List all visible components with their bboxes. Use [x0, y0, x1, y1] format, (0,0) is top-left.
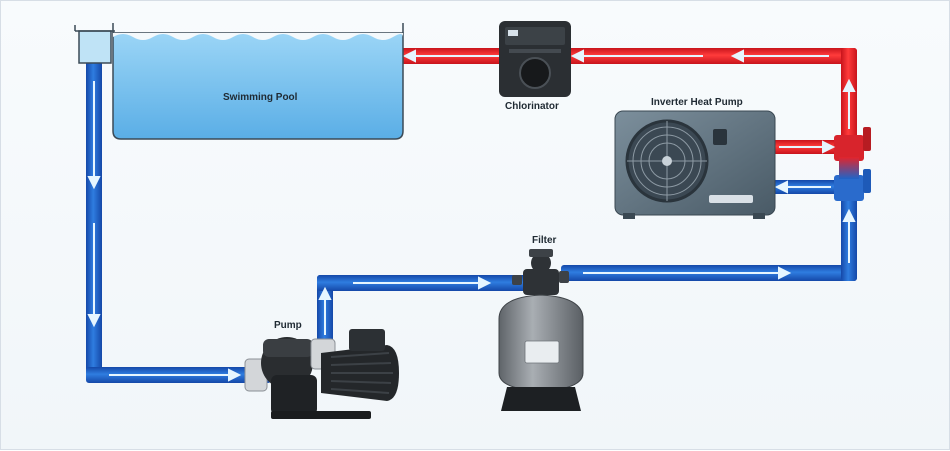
pipe-skimmer-down: [86, 56, 102, 381]
chlorinator-icon: [499, 21, 571, 97]
heat-pump-icon: [614, 110, 776, 219]
flow-arrows: [87, 49, 856, 382]
pump-label: Pump: [274, 320, 302, 331]
pump-icon: [244, 329, 399, 419]
valve-handle: [863, 127, 871, 151]
pool-icon: [74, 23, 404, 140]
valve-handle: [863, 169, 871, 193]
chlorinator-label: Chlorinator: [505, 101, 559, 112]
pool-label: Swimming Pool: [223, 92, 298, 103]
filter-tank-icon: [498, 249, 584, 411]
bypass-valve-red: [834, 135, 864, 161]
filter-label: Filter: [532, 235, 557, 246]
heat-pump-label: Inverter Heat Pump: [651, 97, 743, 108]
bypass-junction: [839, 157, 859, 179]
bypass-valve-blue: [834, 175, 864, 201]
